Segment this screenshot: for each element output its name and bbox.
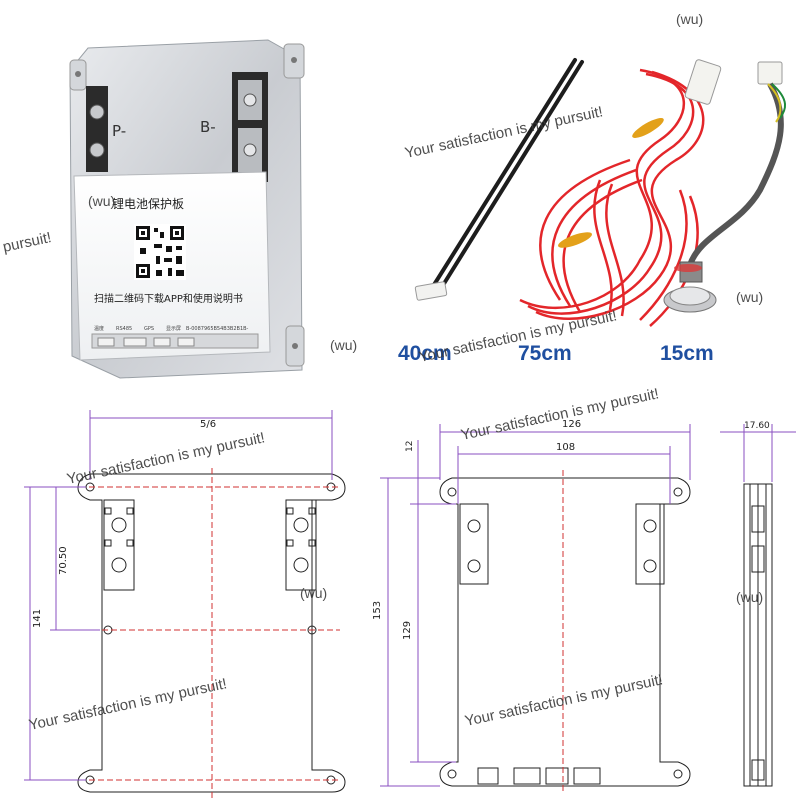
rear-terminal-left bbox=[459, 503, 489, 585]
cable-75cm-connector bbox=[684, 59, 722, 105]
watermark-tag: (wu) bbox=[330, 337, 357, 353]
qr-code bbox=[134, 224, 186, 280]
dim-rear-width-inner: 108 bbox=[556, 442, 575, 453]
watermark-tag: (wu) bbox=[676, 11, 703, 27]
side-profile-drawing bbox=[743, 483, 773, 787]
watermark-tag: (wu) bbox=[88, 193, 115, 209]
watermark-slogan: Your satisfaction is my pursuit! bbox=[403, 103, 604, 162]
cable-15cm-connector bbox=[757, 61, 783, 85]
dim-front-width: 5/6 bbox=[200, 419, 216, 430]
board-title: 锂电池保护板 bbox=[112, 196, 184, 211]
rear-connector bbox=[545, 767, 569, 785]
rear-connector bbox=[573, 767, 601, 785]
cable-75cm bbox=[519, 68, 705, 327]
p-minus-label: P- bbox=[112, 122, 126, 140]
port-label-gps: GPS bbox=[144, 326, 154, 332]
watermark-pursuit: pursuit! bbox=[1, 229, 53, 256]
front-dimension-drawing bbox=[77, 473, 346, 793]
port-label-display: 显示屏 bbox=[166, 326, 181, 332]
rear-dimension-drawing bbox=[439, 477, 691, 787]
cable-40cm bbox=[414, 58, 584, 301]
cable-15cm bbox=[663, 61, 786, 313]
dim-rear-width-outer: 126 bbox=[562, 419, 581, 430]
watermark-tag: (wu) bbox=[736, 289, 763, 305]
dim-rear-height-inner: 129 bbox=[402, 621, 413, 640]
cable-75cm-length: 75cm bbox=[518, 342, 572, 365]
watermark-slogan: Your satisfaction is my pursuit! bbox=[463, 671, 664, 730]
port-label-temp: 温度 bbox=[94, 325, 104, 332]
front-terminal-right bbox=[285, 499, 317, 591]
rear-connector bbox=[477, 767, 499, 785]
rear-dimension-lines bbox=[380, 424, 691, 787]
scan-instruction: 扫描二维码下载APP和使用说明书 bbox=[94, 292, 243, 305]
serial-number: B-0087965B54B3B2B1B- bbox=[186, 326, 249, 332]
cable-15cm-length: 15cm bbox=[660, 342, 714, 365]
side-dimension-lines bbox=[720, 424, 796, 482]
watermark-tag: (wu) bbox=[300, 585, 327, 601]
front-dimension-lines bbox=[24, 410, 333, 781]
connector-strip bbox=[91, 333, 259, 349]
bms-board-photo: P- B- 锂电池保护板 bbox=[69, 39, 305, 379]
rear-terminal-right bbox=[635, 503, 665, 585]
watermark-slogan: Your satisfaction is my pursuit! bbox=[65, 429, 266, 488]
cable-40cm-length: 40cm bbox=[398, 342, 452, 365]
watermark-tag: (wu) bbox=[736, 589, 763, 605]
watermark-slogan: Your satisfaction is my pursuit! bbox=[27, 675, 228, 734]
front-center-lines bbox=[80, 468, 340, 798]
watermark-slogan: Your satisfaction is my pursuit! bbox=[459, 385, 660, 444]
dim-rear-offset: 12 bbox=[405, 441, 415, 452]
b-minus-label: B- bbox=[200, 118, 216, 136]
rear-connector bbox=[513, 767, 541, 785]
dim-rear-height-outer: 153 bbox=[372, 601, 383, 620]
port-label-rs485: RS485 bbox=[116, 326, 132, 332]
dim-front-height: 141 bbox=[32, 609, 43, 628]
front-terminal-left bbox=[103, 499, 135, 591]
dim-thickness: 17.60 bbox=[744, 421, 770, 431]
p-minus-terminal bbox=[86, 86, 108, 172]
dim-front-hole-span: 70.50 bbox=[58, 546, 69, 575]
